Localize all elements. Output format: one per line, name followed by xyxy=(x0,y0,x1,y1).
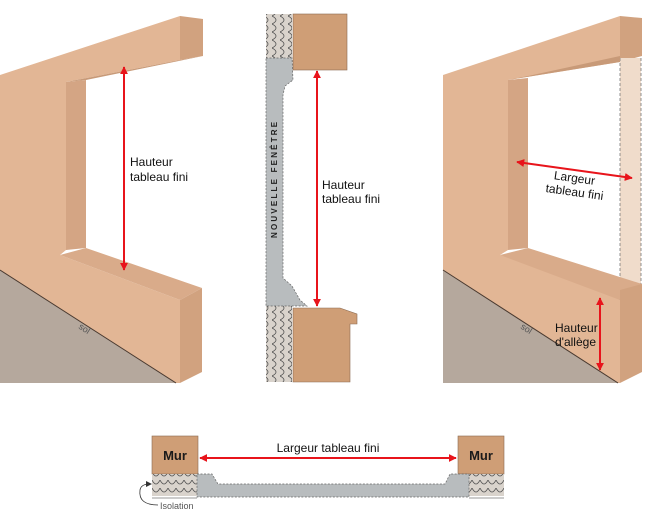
left-wall-view: Hauteur tableau fini sol xyxy=(0,16,203,384)
sill-top xyxy=(60,248,202,300)
insulation-right xyxy=(469,474,504,496)
insulation-bottom xyxy=(266,306,292,382)
wall-front-face xyxy=(443,16,620,383)
plan-view: Mur Mur Largeur tableau fini Isolation xyxy=(139,435,505,511)
sill-height-label-line1: Hauteur xyxy=(555,321,598,335)
width-label-line1: Largeur xyxy=(553,168,596,188)
right-wall-view: Largeur tableau fini Hauteur d'allège so… xyxy=(442,16,642,384)
wall-block-top xyxy=(292,13,348,71)
wall-front-face xyxy=(0,16,180,383)
insulation-pointer xyxy=(139,483,159,506)
jamb xyxy=(66,80,86,250)
lintel-side xyxy=(620,16,642,62)
sill-top xyxy=(500,248,642,300)
insulation-label: Isolation xyxy=(160,501,194,511)
width-arrow xyxy=(516,159,633,181)
height-label-line1: Hauteur xyxy=(130,155,173,169)
sill-side xyxy=(180,288,202,383)
insulation-left xyxy=(152,474,197,496)
lintel-side xyxy=(180,16,203,60)
section-view: NOUVELLE FENÊTRE Hauteur tableau fini xyxy=(265,13,380,383)
section-height-label-line1: Hauteur xyxy=(322,178,365,192)
section-height-label-line2: tableau fini xyxy=(322,192,380,206)
soffit xyxy=(66,56,203,82)
wall-block-bottom xyxy=(292,307,358,383)
plan-width-label: Largeur tableau fini xyxy=(277,441,380,455)
wall-left-label: Mur xyxy=(163,448,187,463)
wall-right-label: Mur xyxy=(469,448,493,463)
insulation-top xyxy=(266,14,292,58)
sill-height-label-line2: d'allège xyxy=(555,335,596,349)
window-profile-plan xyxy=(196,473,470,498)
window-profile xyxy=(265,57,308,307)
new-window-label: NOUVELLE FENÊTRE xyxy=(270,120,279,238)
height-label-line2: tableau fini xyxy=(130,170,188,184)
wall-block-right xyxy=(457,435,505,475)
ghost-jamb xyxy=(620,58,641,288)
sill-side xyxy=(620,284,642,383)
wall-block-left xyxy=(151,435,199,475)
width-label-line2: tableau fini xyxy=(545,181,604,203)
